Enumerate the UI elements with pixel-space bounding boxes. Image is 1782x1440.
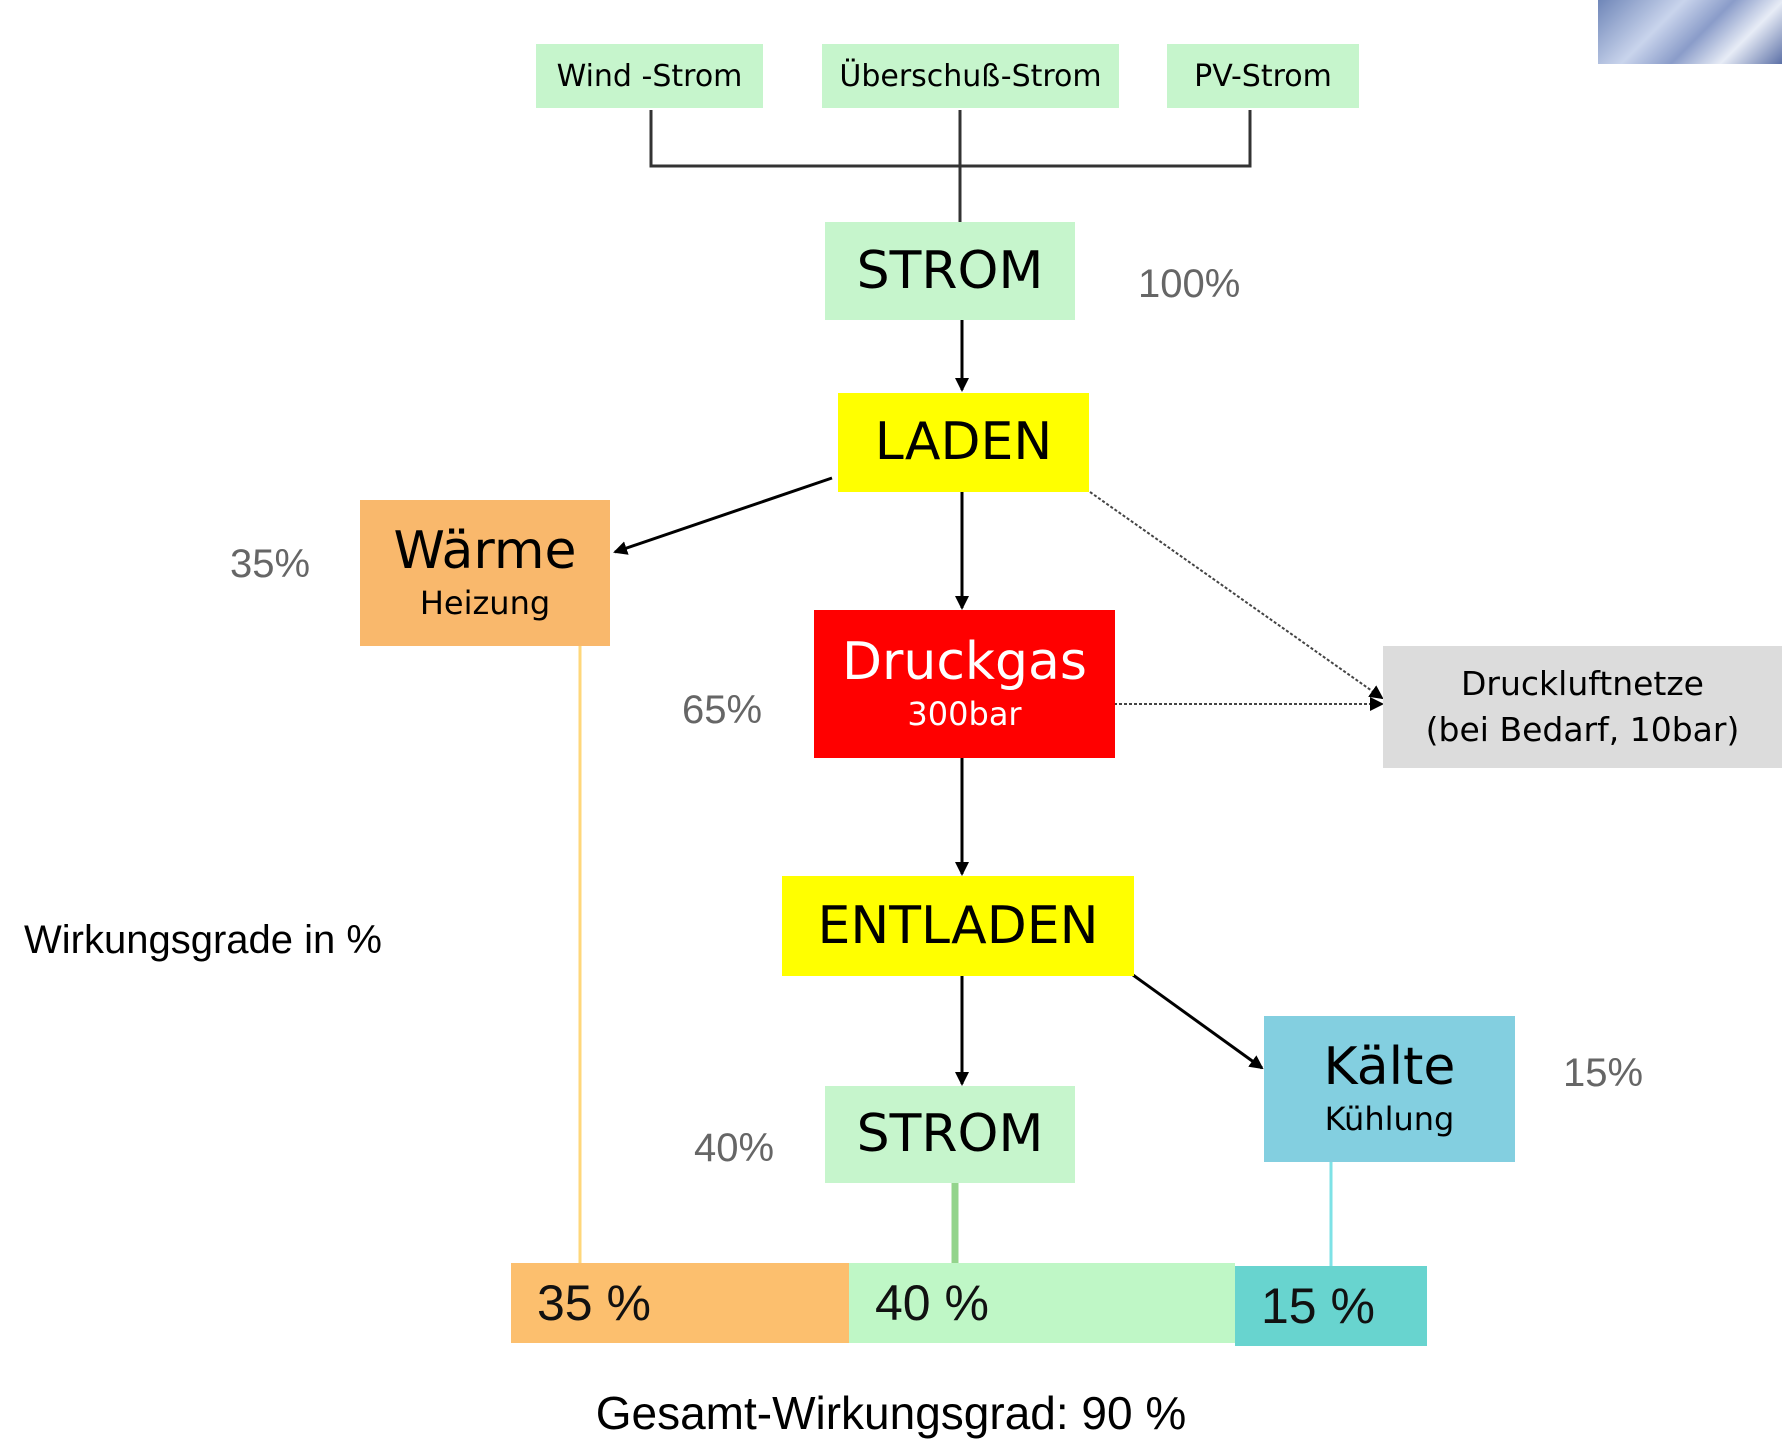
- pct-strom-top: 100%: [1138, 262, 1241, 306]
- node-laden-label: LADEN: [874, 412, 1053, 473]
- node-strom-top: STROM: [825, 222, 1075, 320]
- arrow-laden-druckluft: [1089, 491, 1384, 700]
- source-wind: Wind -Strom: [536, 44, 763, 108]
- node-kaelte: Kälte Kühlung: [1264, 1016, 1515, 1162]
- summary-bar-strom-label: 40 %: [875, 1275, 989, 1331]
- node-druckluftnetze-line2: (bei Bedarf, 10bar): [1425, 710, 1740, 749]
- node-kaelte-sub: Kühlung: [1324, 1100, 1455, 1139]
- source-pv: PV-Strom: [1167, 44, 1359, 108]
- node-waerme-label: Wärme: [393, 520, 577, 581]
- pct-strom-bottom: 40%: [694, 1126, 775, 1170]
- summary-bar-waerme: 35 %: [511, 1263, 849, 1343]
- summary-bar-kaelte: 15 %: [1235, 1266, 1427, 1346]
- total-efficiency: Gesamt-Wirkungsgrad: 90 %: [595, 1387, 1187, 1439]
- source-ueberschuss: Überschuß-Strom: [822, 44, 1119, 108]
- source-ueberschuss-label: Überschuß-Strom: [839, 58, 1102, 94]
- source-pv-label: PV-Strom: [1194, 58, 1332, 94]
- summary-bar-waerme-label: 35 %: [537, 1275, 651, 1331]
- source-wind-label: Wind -Strom: [556, 58, 743, 94]
- node-druckluftnetze: Druckluftnetze (bei Bedarf, 10bar): [1383, 646, 1782, 768]
- node-strom-bottom-label: STROM: [856, 1104, 1044, 1165]
- pct-waerme: 35%: [230, 542, 311, 586]
- node-entladen: ENTLADEN: [782, 876, 1134, 976]
- summary-bar-strom: 40 %: [849, 1263, 1235, 1343]
- corner-photo: [1598, 0, 1782, 64]
- pct-druckgas: 65%: [682, 688, 763, 732]
- node-waerme: Wärme Heizung: [360, 500, 610, 646]
- node-strom-bottom: STROM: [825, 1086, 1075, 1183]
- node-druckgas: Druckgas 300bar: [814, 610, 1115, 758]
- node-druckgas-sub: 300bar: [907, 695, 1022, 734]
- arrow-entladen-kaelte: [1132, 973, 1264, 1070]
- pct-kaelte: 15%: [1563, 1051, 1644, 1095]
- node-laden: LADEN: [838, 393, 1089, 492]
- node-druckluftnetze-line1: Druckluftnetze: [1461, 663, 1704, 703]
- node-druckgas-label: Druckgas: [841, 631, 1088, 692]
- side-label-wirkungsgrade: Wirkungsgrade in %: [24, 918, 382, 962]
- source-bracket: [649, 110, 1252, 168]
- arrow-laden-waerme: [613, 476, 833, 555]
- node-entladen-label: ENTLADEN: [817, 895, 1099, 956]
- node-kaelte-label: Kälte: [1323, 1036, 1456, 1097]
- node-waerme-sub: Heizung: [419, 584, 551, 623]
- node-strom-top-label: STROM: [856, 240, 1044, 301]
- summary-bar-kaelte-label: 15 %: [1261, 1278, 1375, 1334]
